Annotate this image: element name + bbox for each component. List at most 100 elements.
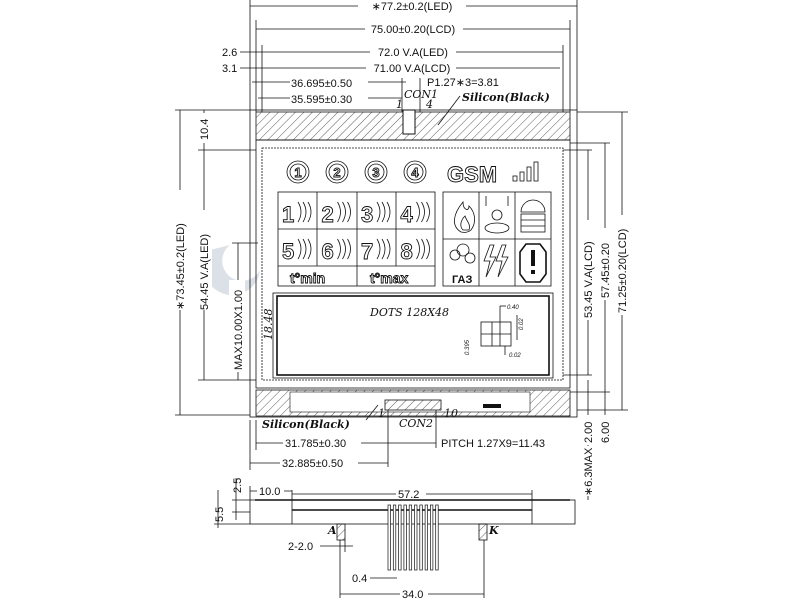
dim-con2-pos-a: 31.785±0.30 xyxy=(285,438,346,450)
bottom-dimensions: Silicon(Black) 1 10 CON2 31.785±0.30 PIT… xyxy=(249,404,545,470)
signal-wave-icon xyxy=(347,238,351,260)
con1-pin-last: 4 xyxy=(425,98,433,111)
pin xyxy=(424,504,428,571)
signal-wave-icon xyxy=(381,238,386,260)
cathode-label: K xyxy=(488,524,499,537)
con2-label: CON2 xyxy=(399,417,433,430)
dim-va-led: 72.0 V.A(LED) xyxy=(378,47,448,59)
side-h1: 2.5 xyxy=(232,478,244,493)
signal-wave-icon xyxy=(421,201,425,223)
signal-wave-icon xyxy=(302,201,307,223)
dim-backlight: MAX10.00X1.00 xyxy=(233,290,245,370)
signal-wave-icon xyxy=(337,201,341,223)
dim-va-led-height: 54.45 V.A(LED) xyxy=(199,234,211,310)
dot-height-label: 0.395 xyxy=(465,339,471,355)
signal-wave-icon xyxy=(416,201,420,223)
right-dimensions: 53.45 V.A(LCD) 57.45±0.20 71.25±0.20(LCD… xyxy=(563,111,630,500)
dots-label: DOTS 128X48 xyxy=(369,306,449,319)
top-dimensions: ∗77.2±0.2(LED) 75.00±0.20(LCD) 72.0 V.A(… xyxy=(222,0,578,126)
channel-5-icon: 5 xyxy=(282,238,312,264)
signal-wave-icon xyxy=(376,201,381,223)
signal-wave-icon xyxy=(302,238,307,260)
dot-matrix-area xyxy=(276,295,550,376)
channel-number: 1 xyxy=(282,202,294,227)
anode-label: A xyxy=(327,524,337,537)
signal-wave-icon xyxy=(426,238,430,260)
signal-wave-icon xyxy=(416,238,420,260)
pin xyxy=(392,504,397,571)
dim-led-width: ∗77.2±0.2(LED) xyxy=(372,1,453,13)
channel-number: 3 xyxy=(361,202,373,227)
dim-thickness: ∗6.3MAX xyxy=(583,447,595,496)
watermark xyxy=(204,245,260,296)
dim-bottom-a: 2.00 xyxy=(583,422,595,443)
left-dimensions: ∗73.45±0.2(LED) 54.45 V.A(LED) 10.4 MAX1… xyxy=(172,109,258,416)
water-leak-icon xyxy=(484,196,510,234)
dim-va-lcd-height: 53.45 V.A(LCD) xyxy=(583,241,595,318)
signal-bars-icon xyxy=(512,161,539,182)
cathode-pad xyxy=(478,523,488,541)
con1-label: CON1 xyxy=(404,88,438,101)
zone-2-icon: 2 xyxy=(325,160,349,184)
zone-number: 1 xyxy=(294,165,301,180)
channel-number: 2 xyxy=(322,202,334,227)
channel-6-icon: 6 xyxy=(321,238,351,264)
silicon-bottom-label: Silicon(Black) xyxy=(262,418,350,431)
zone-4-icon: 4 xyxy=(403,160,427,184)
gas-label: ГАЗ xyxy=(452,274,472,286)
con1-pin-first: 1 xyxy=(396,98,403,111)
pin xyxy=(419,504,423,571)
dim-lcd-width: 75.00±0.20(LCD) xyxy=(371,24,455,36)
channel-number: 5 xyxy=(282,239,294,264)
dim-lcd-va-outer: 57.45±0.20 xyxy=(600,243,612,298)
lightning-icon xyxy=(483,244,509,278)
side-pad-spacing: 34.0 xyxy=(402,589,423,600)
dots-height-label: 18.48 xyxy=(262,309,275,341)
signal-wave-icon xyxy=(386,201,391,223)
anode-pad xyxy=(336,523,346,541)
dot-width-label: 0.40 xyxy=(507,305,519,311)
dim-con2-pos-b: 32.885±0.50 xyxy=(282,458,343,470)
side-view: 10.0 57.2 A K 2-2.0 34.0 0.4 2.5 5.5 xyxy=(214,478,576,600)
channel-2-icon: 2 xyxy=(321,201,351,227)
signal-wave-icon xyxy=(307,238,312,260)
channel-3-icon: 3 xyxy=(361,201,391,227)
gas-cloud-icon xyxy=(449,243,476,264)
dim-offset-led: 2.6 xyxy=(222,47,237,59)
con2-pin-last: 10 xyxy=(444,407,458,420)
dim-va-lcd: 71.00 V.A(LCD) xyxy=(374,63,451,75)
pin xyxy=(435,504,439,571)
gsm-label: GSM xyxy=(447,162,497,187)
fire-icon xyxy=(454,200,475,233)
side-length: 57.2 xyxy=(398,489,419,501)
pin xyxy=(414,504,418,571)
dim-bottom-b: 6.00 xyxy=(600,422,612,443)
dim-con2-pitch: PITCH 1.27X9=11.43 xyxy=(441,438,545,450)
dim-top-offset: 10.4 xyxy=(199,119,211,140)
pin xyxy=(430,504,434,571)
tmax-label: t°max xyxy=(370,270,408,286)
signal-wave-icon xyxy=(337,238,341,260)
side-h2: 5.5 xyxy=(214,507,226,522)
signal-wave-icon xyxy=(342,201,346,223)
pin xyxy=(387,504,391,571)
dim-con1-pos-a: 36.695±0.50 xyxy=(291,78,352,90)
signal-wave-icon xyxy=(297,201,302,223)
dim-lcd-height: 71.25±0.20(LCD) xyxy=(617,229,629,313)
side-pin-width: 0.4 xyxy=(352,573,367,585)
zone-3-icon: 3 xyxy=(364,160,388,184)
con2-pin-first: 1 xyxy=(378,407,385,420)
zone-number: 3 xyxy=(372,165,379,180)
con2-pads xyxy=(384,399,442,411)
channel-number: 6 xyxy=(322,239,334,264)
channel-1-icon: 1 xyxy=(282,201,312,227)
channel-8-icon: 8 xyxy=(400,238,430,264)
signal-wave-icon xyxy=(386,238,391,260)
dim-led-height: ∗73.45±0.2(LED) xyxy=(175,223,187,310)
pin xyxy=(403,504,407,571)
signal-wave-icon xyxy=(347,201,351,223)
side-edge: 10.0 xyxy=(259,486,280,498)
